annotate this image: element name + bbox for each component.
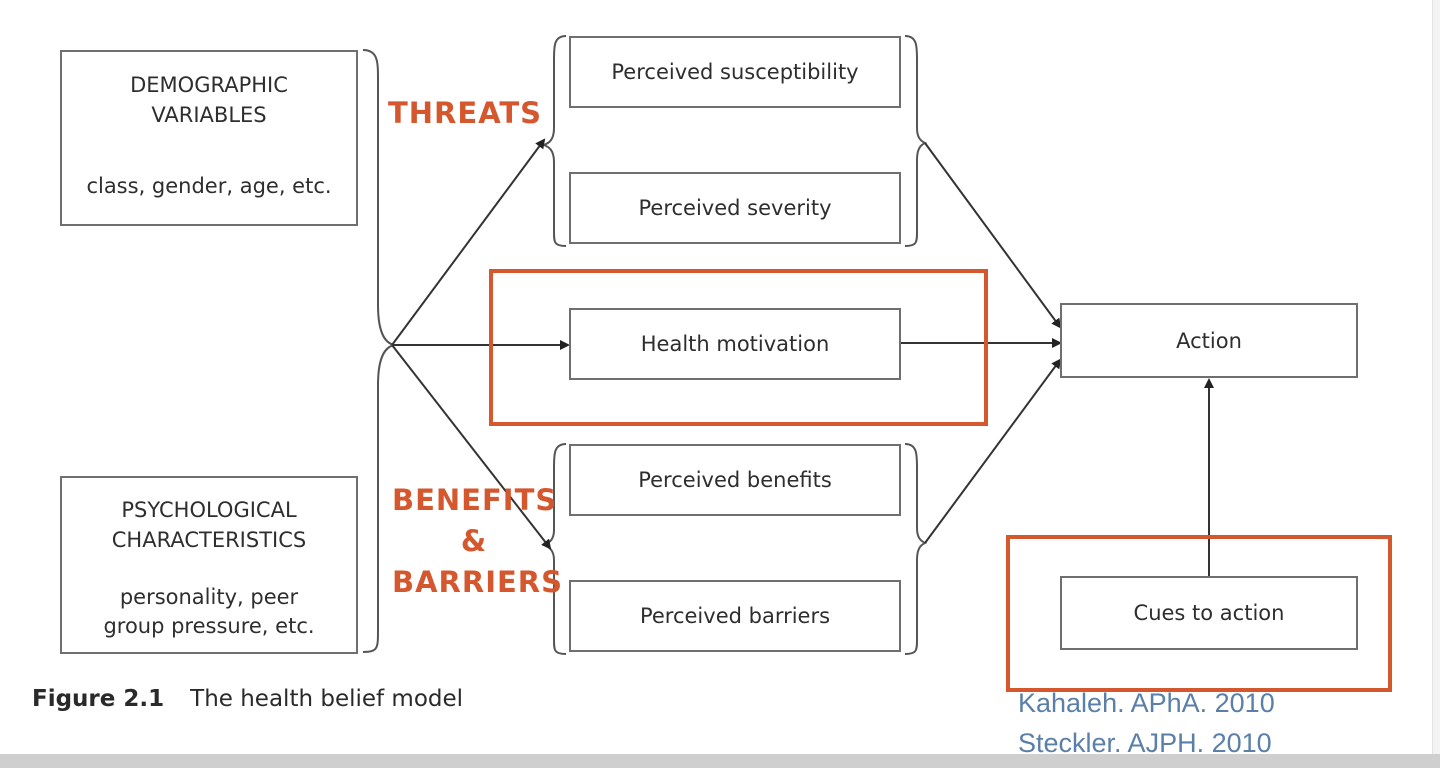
benefits-label-amp: &: [460, 524, 488, 558]
demographic-title-line1: DEMOGRAPHIC: [130, 73, 288, 97]
psychological-title-line2: CHARACTERISTICS: [111, 528, 307, 552]
arrow-to-threats: [391, 138, 546, 346]
benefits-label-line2: BARRIERS: [392, 565, 564, 599]
arrow-to-benefits: [391, 344, 552, 550]
psychological-title-line1: PSYCHOLOGICAL: [121, 498, 297, 522]
cues-to-action-highlight: [1006, 535, 1392, 692]
benefits-label-line1: BENEFITS: [392, 483, 558, 517]
arrow-benefits-to-action: [924, 358, 1062, 544]
citation-line2: Steckler. AJPH. 2010: [1018, 728, 1272, 758]
right-scroll-edge: [1432, 0, 1440, 754]
benefits-brace-right: [904, 443, 928, 655]
cues-to-action-box: Cues to action: [1060, 576, 1358, 650]
figure-number: Figure 2.1: [32, 686, 165, 712]
figure-title: The health belief model: [190, 686, 464, 712]
psychological-characteristics-box: PSYCHOLOGICAL CHARACTERISTICS personalit…: [60, 476, 358, 654]
benefits-barriers-label: BENEFITS & BARRIERS: [392, 480, 564, 603]
demographic-title-line2: VARIABLES: [151, 103, 267, 127]
perceived-susceptibility-box: Perceived susceptibility: [569, 36, 901, 108]
bottom-bar: [0, 754, 1440, 768]
perceived-severity-box: Perceived severity: [569, 172, 901, 244]
psychological-detail-line1: personality, peer: [119, 585, 299, 609]
demographic-detail: class, gender, age, etc.: [86, 174, 332, 198]
health-motivation-highlight: [489, 269, 988, 426]
threats-label: THREATS: [388, 96, 543, 130]
perceived-benefits-box: Perceived benefits: [569, 444, 901, 516]
left-brace: [362, 49, 395, 653]
citation-line1: Kahaleh. APhA. 2010: [1018, 688, 1275, 718]
action-box: Action: [1060, 303, 1358, 378]
demographic-variables-box: DEMOGRAPHIC VARIABLES class, gender, age…: [60, 50, 358, 226]
threats-brace-left: [541, 35, 567, 247]
perceived-barriers-box: Perceived barriers: [569, 580, 901, 652]
arrow-threats-to-action: [924, 142, 1062, 329]
health-motivation-box: Health motivation: [569, 308, 901, 380]
psychological-detail-line2: group pressure, etc.: [103, 614, 315, 638]
threats-brace-right: [904, 35, 928, 247]
figure-caption: Figure 2.1 The health belief model: [32, 686, 463, 712]
